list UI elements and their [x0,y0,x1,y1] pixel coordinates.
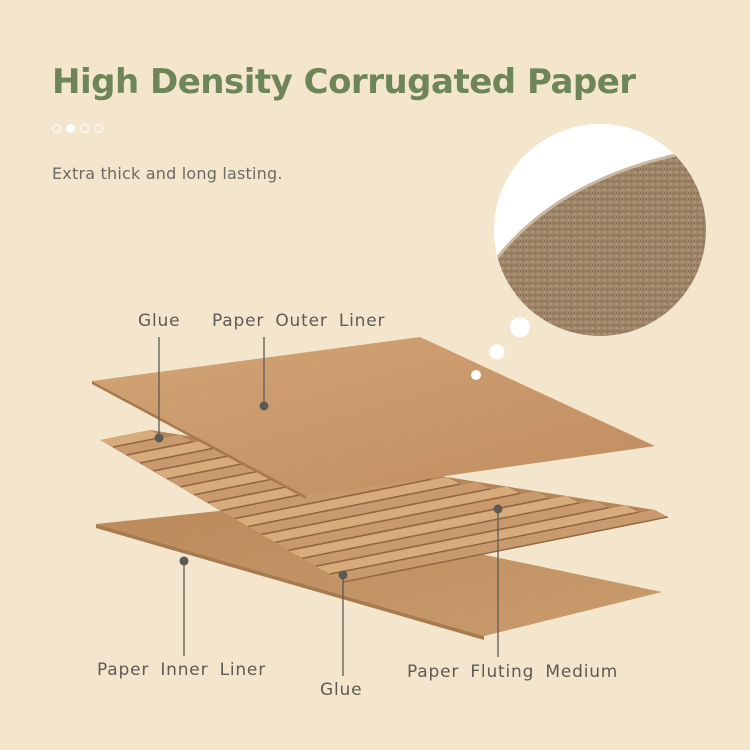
flute-shadow [139,445,223,464]
flute-ridge [235,477,461,527]
flute-ridge [248,481,490,535]
flute-ridge [289,495,579,559]
callout-lines [154,337,503,676]
label-outer-liner: Paper Outer Liner [212,311,386,331]
flute-shadow [302,502,580,559]
label-glue-bottom: Glue [320,680,363,700]
thought-bubble-dot-small [471,370,481,380]
callout-dot-outer-liner [259,401,269,411]
flute-shadow [329,511,639,575]
pagination-dot[interactable] [80,124,89,133]
label-glue-top: Glue [138,311,181,331]
flute-shadow [288,497,550,551]
page-title: High Density Corrugated Paper [52,62,636,102]
flute-shadow [261,488,490,536]
outer-liner-sheet [92,337,655,496]
outer-liner-edge [92,381,306,499]
thought-bubble-dot-large [510,317,530,337]
flute-ridge [316,505,639,575]
callout-dot-glue-top [154,433,164,443]
flute-ridge [275,491,550,551]
magnified-texture-bubble [471,124,706,380]
flute-ridge [100,430,163,447]
callout-dot-fluting [493,504,503,514]
flute-shadow [248,483,461,528]
flute-shadow [126,441,193,456]
pagination-dot[interactable] [94,124,103,133]
label-inner-liner: Paper Inner Liner [97,660,266,680]
pagination-dots [52,124,103,133]
callout-dot-inner-liner [179,556,189,566]
pagination-dot[interactable] [52,124,61,133]
flute-shadow [234,478,431,520]
thought-bubble-dot-medium [489,344,505,360]
callout-dot-glue-bottom [338,570,348,580]
pagination-dot-active[interactable] [66,124,75,133]
flute-shadow [342,516,669,583]
flute-shadow [275,492,520,543]
flute-shadow [315,506,609,567]
label-fluting-medium: Paper Fluting Medium [407,662,619,682]
flute-ridge [127,439,223,463]
flute-ridge [330,510,668,582]
flute-ridge [113,434,193,455]
flute-ridge [302,500,609,567]
page-subtitle: Extra thick and long lasting. [52,164,283,183]
flute-ridge [262,486,520,543]
inner-liner-edge [96,524,484,640]
